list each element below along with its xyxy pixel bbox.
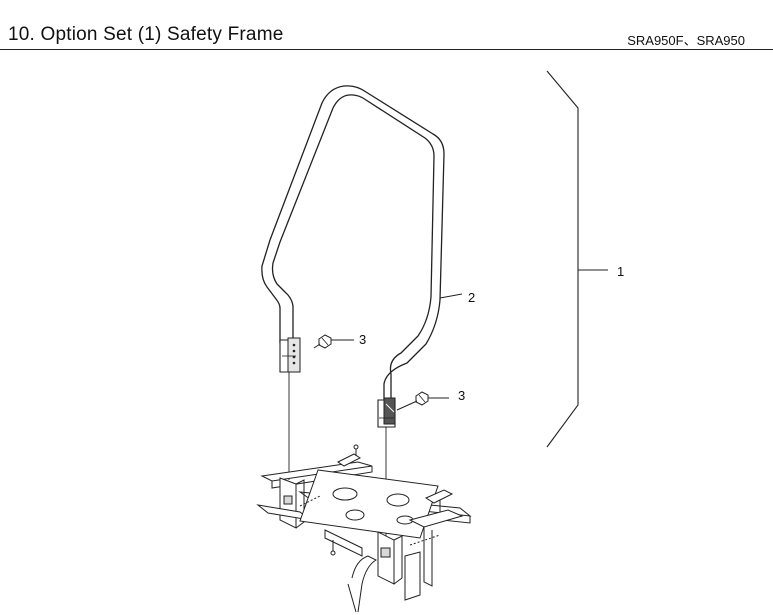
left-mount-bracket bbox=[280, 338, 300, 372]
page-title: 10. Option Set (1) Safety Frame bbox=[8, 24, 284, 45]
safety-frame-tube-inner bbox=[273, 95, 435, 403]
bolt-right bbox=[397, 392, 428, 410]
header-rule bbox=[0, 49, 773, 50]
leader-line-2 bbox=[440, 294, 462, 298]
right-mount-bracket bbox=[378, 398, 395, 427]
callout-2-frame: 2 bbox=[468, 290, 476, 305]
model-label: SRA950F、SRA950 bbox=[627, 33, 745, 48]
safety-frame-tube-outer bbox=[262, 86, 444, 403]
callout-3-bolt-left: 3 bbox=[359, 332, 367, 347]
page-header: 10. Option Set (1) Safety Frame SRA950F、… bbox=[0, 0, 773, 50]
callout-3-bolt-right: 3 bbox=[458, 388, 466, 403]
bolt-left bbox=[314, 335, 331, 348]
machine-base bbox=[258, 445, 470, 612]
callout-1-assembly: 1 bbox=[617, 264, 625, 279]
assembly-bracket bbox=[547, 71, 578, 447]
